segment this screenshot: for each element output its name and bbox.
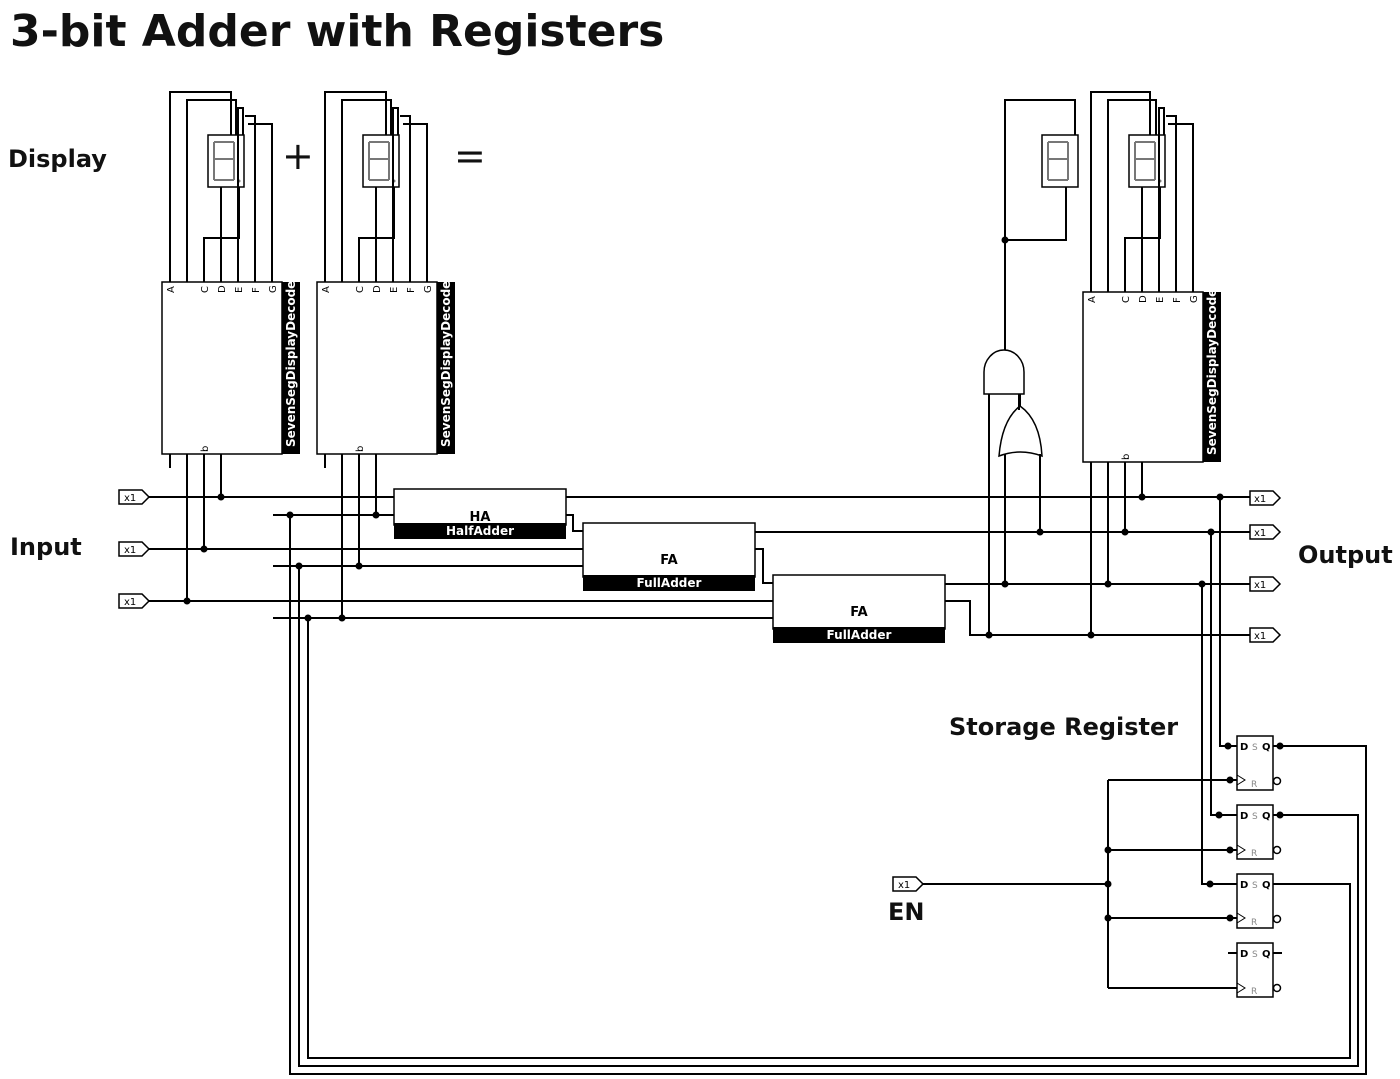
svg-text:x1: x1 (1254, 580, 1266, 591)
pin-c: C (1121, 296, 1132, 303)
decoder-1: SevenSegDisplayDecoder A C D E F G b (161, 275, 300, 455)
svg-text:D: D (1240, 949, 1248, 960)
pin-c: C (200, 286, 211, 293)
seven-seg-display-3 (1041, 134, 1079, 188)
pin-d: D (372, 285, 383, 293)
svg-text:S: S (1252, 743, 1258, 753)
pin-g: G (268, 285, 279, 293)
svg-text:Q: Q (1262, 949, 1271, 960)
ha-title: HA (470, 510, 491, 525)
decoder-3-name: SevenSegDisplayDecoder (1205, 283, 1219, 455)
junction-dots (183, 236, 1284, 922)
pin-f: F (251, 287, 262, 293)
pin-b: b (1121, 454, 1132, 460)
input-label: Input (10, 533, 82, 561)
pin-b: b (200, 446, 211, 452)
full-adder-2: FA FullAdder (772, 574, 946, 643)
decoder-3: SevenSegDisplayDecoder A C D E F G b (1082, 283, 1221, 463)
decoder-2: SevenSegDisplayDecoder A C D E F G b (316, 275, 455, 455)
pin-a: A (166, 286, 177, 293)
display2-wires (324, 91, 428, 282)
half-adder: HA HalfAdder (393, 488, 567, 539)
svg-text:x1: x1 (898, 880, 910, 891)
pin-g: G (1189, 295, 1200, 303)
fa1-name: FullAdder (637, 576, 702, 590)
full-adder-1: FA FullAdder (582, 522, 756, 591)
input-pin-3[interactable]: x1 (118, 593, 151, 609)
svg-text:D: D (1240, 742, 1248, 753)
svg-text:Q: Q (1262, 811, 1271, 822)
svg-text:R: R (1251, 918, 1257, 928)
flip-flop-4: D S Q R (1236, 942, 1282, 998)
pin-d: D (1138, 295, 1149, 303)
svg-text:x1: x1 (124, 493, 136, 504)
pin-f: F (406, 287, 417, 293)
output-pin-4: x1 (1249, 627, 1282, 643)
svg-text:x1: x1 (1254, 528, 1266, 539)
svg-text:D: D (1240, 880, 1248, 891)
en-input-pin[interactable]: x1 (892, 876, 925, 892)
svg-text:R: R (1251, 849, 1257, 859)
main-wires (149, 454, 1367, 1075)
pin-e: E (234, 287, 245, 293)
pin-e: E (1155, 297, 1166, 303)
pin-c: C (355, 286, 366, 293)
display-label: Display (8, 145, 107, 173)
svg-text:S: S (1252, 950, 1258, 960)
pin-f: F (1172, 297, 1183, 303)
ha-name: HalfAdder (446, 524, 514, 538)
fa2-title: FA (850, 605, 867, 620)
svg-text:R: R (1251, 987, 1257, 997)
decoder-1-name: SevenSegDisplayDecoder (284, 275, 298, 447)
svg-text:Q: Q (1262, 742, 1271, 753)
svg-text:R: R (1251, 780, 1257, 790)
pin-d: D (217, 285, 228, 293)
output-pin-2: x1 (1249, 524, 1282, 540)
svg-text:Q: Q (1262, 880, 1271, 891)
flip-flop-2: D S Q R (1236, 804, 1282, 860)
svg-text:x1: x1 (124, 597, 136, 608)
page-title: 3-bit Adder with Registers (10, 6, 665, 57)
svg-text:S: S (1252, 812, 1258, 822)
decoder-2-name: SevenSegDisplayDecoder (439, 275, 453, 447)
pin-a: A (321, 286, 332, 293)
flip-flop-1: D S Q R (1236, 735, 1282, 791)
display1-wires (169, 91, 273, 282)
output-label: Output (1298, 541, 1393, 569)
fa1-title: FA (660, 553, 677, 568)
en-label: EN (888, 898, 925, 926)
equals-sign: = (454, 134, 486, 178)
storage-register-label: Storage Register (949, 713, 1179, 741)
svg-text:x1: x1 (1254, 631, 1266, 642)
flip-flop-3: D S Q R (1236, 873, 1282, 929)
pin-a: A (1087, 296, 1098, 303)
display4-wires (1090, 91, 1194, 292)
pin-g: G (423, 285, 434, 293)
display3-wires (1004, 99, 1076, 350)
pin-e: E (389, 287, 400, 293)
svg-text:D: D (1240, 811, 1248, 822)
input-pin-2[interactable]: x1 (118, 541, 151, 557)
pin-b: b (355, 446, 366, 452)
svg-text:x1: x1 (1254, 494, 1266, 505)
svg-text:S: S (1252, 881, 1258, 891)
and-gate (983, 349, 1025, 395)
fa2-name: FullAdder (827, 628, 892, 642)
or-gate (998, 405, 1043, 458)
output-pin-1: x1 (1249, 490, 1282, 506)
svg-text:x1: x1 (124, 545, 136, 556)
output-pin-3: x1 (1249, 576, 1282, 592)
input-pin-1[interactable]: x1 (118, 489, 151, 505)
plus-sign: + (282, 134, 314, 178)
